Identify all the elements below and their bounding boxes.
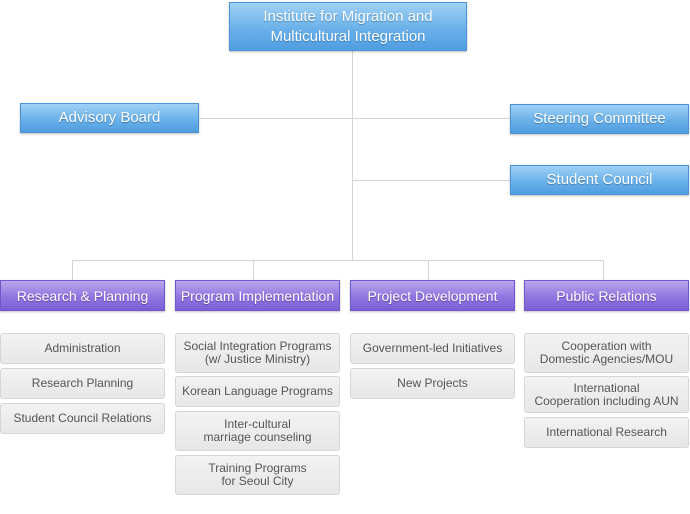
sub-item: Cooperation with Domestic Agencies/MOU <box>524 333 689 373</box>
sub-item: Training Programs for Seoul City <box>175 455 340 495</box>
student-council-box: Student Council <box>510 165 689 195</box>
sub-item-label: Training Programs for Seoul City <box>208 461 307 488</box>
student-council-label: Student Council <box>546 171 653 188</box>
student-council-line <box>352 180 510 181</box>
sub-item-label: Korean Language Programs <box>182 384 333 398</box>
dept-drop-4 <box>603 260 604 280</box>
dept-label: Public Relations <box>556 287 657 304</box>
sub-item: Government-led Initiatives <box>350 333 515 364</box>
sub-item: Student Council Relations <box>0 403 165 434</box>
sub-item: Inter-cultural marriage counseling <box>175 411 340 451</box>
trunk-line <box>352 50 353 261</box>
sub-item-label: Cooperation with Domestic Agencies/MOU <box>539 339 674 366</box>
dept-research-planning: Research & Planning <box>0 280 165 311</box>
institute-label: Institute for Migration and Multicultura… <box>263 7 433 45</box>
steering-committee-box: Steering Committee <box>510 104 689 134</box>
dept-label: Research & Planning <box>16 287 149 304</box>
dept-label: Project Development <box>367 287 498 304</box>
sub-item: Social Integration Programs (w/ Justice … <box>175 333 340 373</box>
dept-program-implementation: Program Implementation <box>175 280 340 311</box>
sub-item-label: New Projects <box>397 376 468 390</box>
advisory-board-label: Advisory Board <box>58 109 161 126</box>
dept-label: Program Implementation <box>180 287 335 304</box>
sub-item: Korean Language Programs <box>175 376 340 407</box>
sub-item-label: Inter-cultural marriage counseling <box>203 417 312 444</box>
sub-item: International Cooperation including AUN <box>524 376 689 413</box>
steering-committee-label: Steering Committee <box>533 110 666 127</box>
department-bus-line <box>72 260 604 261</box>
sub-item-label: International Research <box>546 425 667 439</box>
sub-item: New Projects <box>350 368 515 399</box>
sub-item-label: Research Planning <box>31 376 134 390</box>
dept-project-development: Project Development <box>350 280 515 311</box>
advisory-board-box: Advisory Board <box>20 103 199 133</box>
sub-item-label: Student Council Relations <box>13 411 152 425</box>
sub-item: Research Planning <box>0 368 165 399</box>
sub-item-label: Social Integration Programs (w/ Justice … <box>183 339 332 366</box>
sub-item-label: Administration <box>44 341 121 355</box>
sub-item: International Research <box>524 417 689 448</box>
dept-public-relations: Public Relations <box>524 280 689 311</box>
institute-box: Institute for Migration and Multicultura… <box>229 2 467 51</box>
advisory-steering-line <box>198 118 510 119</box>
sub-item: Administration <box>0 333 165 364</box>
dept-drop-2 <box>253 260 254 280</box>
sub-item-label: International Cooperation including AUN <box>534 380 679 408</box>
dept-drop-1 <box>72 260 73 280</box>
sub-item-label: Government-led Initiatives <box>362 341 503 355</box>
dept-drop-3 <box>428 260 429 280</box>
